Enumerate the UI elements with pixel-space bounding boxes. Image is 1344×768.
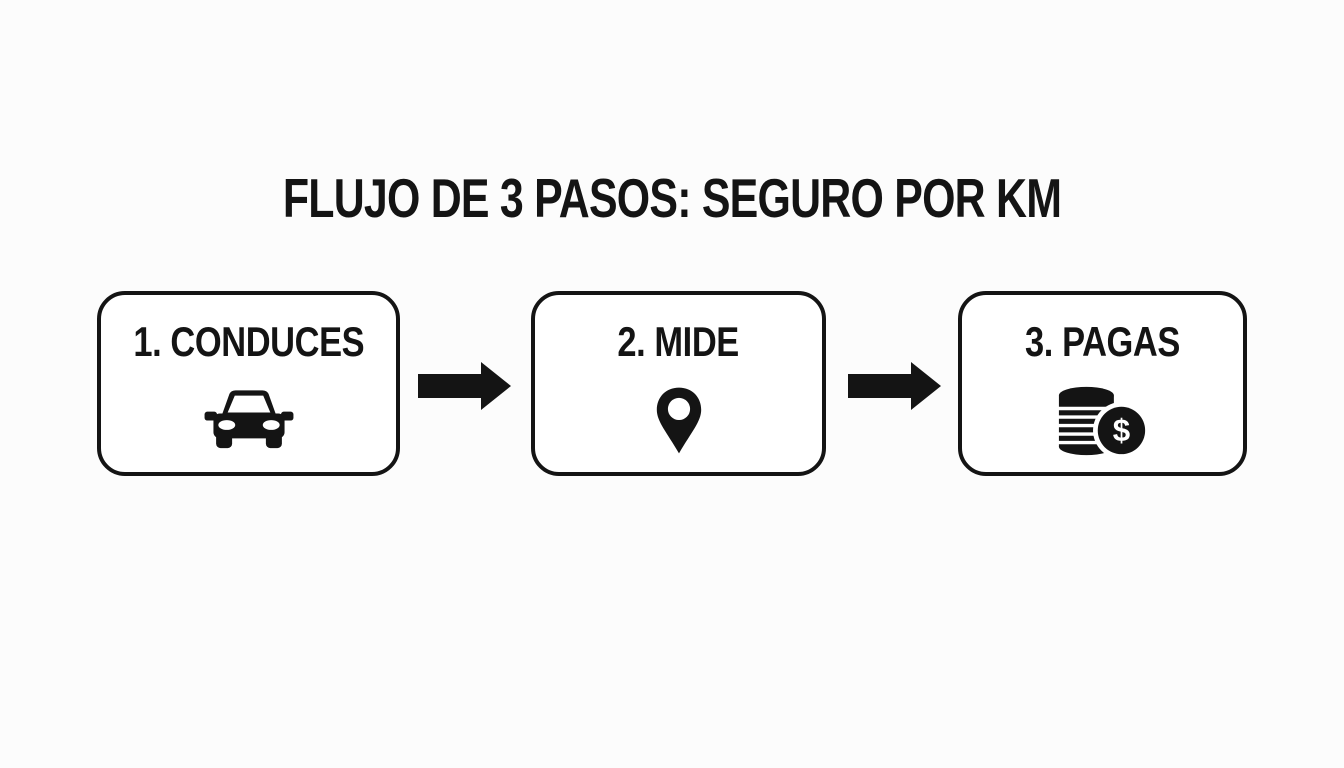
step-label: 3. PAGAS	[1025, 318, 1180, 365]
car-icon	[203, 385, 295, 449]
step-label: 2. MIDE	[617, 318, 740, 365]
dollar-sign: $	[1113, 413, 1130, 448]
step-box-conduces: 1. CONDUCES	[97, 291, 400, 476]
location-pin-icon	[652, 385, 706, 456]
diagram-title: FLUJO DE 3 PASOS: SEGURO POR KM	[282, 167, 1062, 229]
step-box-pagas: 3. PAGAS $	[958, 291, 1247, 476]
arrow-right-icon	[418, 361, 512, 411]
coins-dollar-icon: $	[1055, 385, 1150, 457]
step-label: 1. CONDUCES	[133, 318, 364, 365]
step-box-mide: 2. MIDE	[531, 291, 826, 476]
arrow-right-icon	[848, 361, 942, 411]
